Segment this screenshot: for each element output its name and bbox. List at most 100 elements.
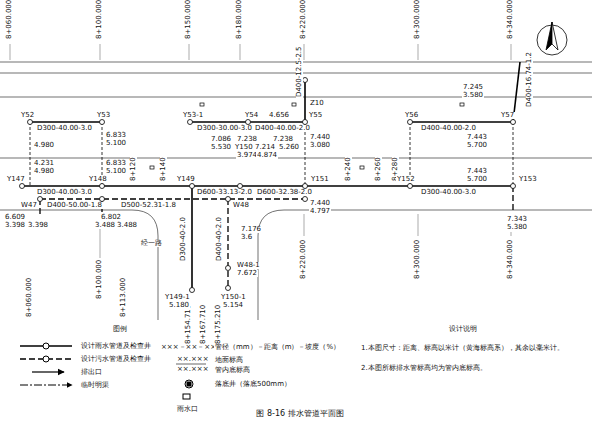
drawing-label: W47	[20, 202, 38, 209]
station-label: 8+175.210	[215, 304, 222, 345]
legend-samples	[20, 343, 193, 399]
station-label: 8+154.710	[185, 304, 192, 345]
legend-text: 落底井（落底500mm）	[214, 381, 292, 388]
drawing-label: Y53	[96, 112, 111, 119]
drawing-label: Y149	[176, 176, 196, 183]
drawing-label: D400-40.00-2.0	[254, 125, 311, 132]
station-tick	[10, 44, 511, 258]
station-tick	[10, 44, 11, 60]
manhole	[226, 197, 231, 202]
drawing-label: 5.700	[466, 142, 488, 149]
rain-pipe	[30, 121, 102, 123]
drawing-label: D500-52.31-1.8	[120, 202, 177, 209]
drawing-label: 3.6	[240, 234, 253, 241]
station-label: 8+167.710	[200, 304, 207, 345]
manhole	[246, 120, 251, 125]
drawing-label: 设计说明	[448, 326, 478, 333]
station-tick	[418, 44, 419, 60]
drawing-label: D600-33.13-2.0	[196, 189, 253, 196]
drawing-label: 7.443	[466, 134, 488, 141]
drawing-label: Y56	[404, 112, 419, 119]
road-edge	[0, 158, 592, 159]
legend-sample	[185, 380, 193, 388]
legend-symbol	[176, 364, 206, 365]
station-tick	[100, 226, 101, 258]
drawing-label: 4.874	[256, 152, 278, 159]
legend-drop-well	[187, 382, 191, 386]
station-label: D300-40-2.0	[180, 216, 187, 262]
drawing-label: Y52	[20, 112, 35, 119]
rain-pipe	[304, 80, 306, 122]
drawing-label: Y149-1	[164, 294, 191, 301]
station-tick	[240, 44, 241, 60]
drawing-label: D300-40.00-3.0	[36, 125, 93, 132]
drawing-label: 7.086	[210, 136, 232, 143]
drawing-label: 经一路	[140, 240, 163, 247]
legend-text: 临时明渠	[80, 382, 110, 389]
drawing-label: Y151	[310, 176, 330, 183]
drawing-label: ××.×××	[176, 356, 210, 363]
legend-sample	[32, 372, 64, 373]
drawing-label: 7.238	[272, 136, 294, 143]
drawing-label: 5.530	[210, 144, 232, 151]
drawing-label: Y55	[308, 112, 323, 119]
drawing-label: ×××－××－××	[160, 344, 217, 351]
drawing-label: 3.080	[309, 142, 331, 149]
station-tick	[304, 214, 305, 236]
rain-inlet	[292, 103, 296, 106]
level-line	[176, 364, 206, 365]
drawing-label: Y147	[6, 176, 26, 183]
rain-inlet	[200, 103, 204, 106]
manhole	[408, 120, 413, 125]
manhole	[511, 184, 516, 189]
station-label: 8+100.000	[96, 259, 103, 300]
drawing-label: 4.980	[33, 142, 55, 149]
station-label: 8+300.000	[414, 239, 421, 280]
drawing-label: 7.214	[254, 144, 276, 151]
station-label: 8+150.000	[185, 0, 192, 40]
drawing-label: 4.656	[268, 112, 290, 119]
road-edge	[0, 210, 158, 320]
station-label: 8+060.000	[26, 277, 33, 318]
sewer-pipe	[40, 186, 513, 288]
connection-pipe	[513, 122, 514, 186]
manhole	[226, 266, 231, 271]
drawing-label: 3.488	[116, 222, 138, 229]
station-tick	[100, 44, 101, 60]
manhole	[303, 120, 308, 125]
drawing-label: Y150	[234, 144, 254, 151]
drawing-label: 5.260	[278, 144, 300, 151]
sewer-pipe	[227, 199, 228, 288]
manhole	[38, 197, 43, 202]
drawing-label: 7.440	[309, 134, 331, 141]
station-label: 8+240	[345, 156, 352, 182]
drawing-label: Y54	[244, 112, 259, 119]
legend-text: 雨水口	[176, 406, 199, 413]
drawing-label: 7.440	[309, 200, 331, 207]
drawing-label: 7.672	[236, 270, 258, 277]
drawing-label: 2.本图所标排水管标高均为管内底标高。	[360, 364, 588, 373]
drawing-label: D600-32.38-2.0	[256, 189, 313, 196]
rain-inlet	[150, 166, 154, 169]
drawing-label: W48	[232, 202, 250, 209]
station-label: 8+100.000	[96, 0, 103, 40]
drawing-label: 4.980	[33, 168, 55, 175]
drawing-label: 管内底标高	[214, 367, 251, 374]
station-label: 8+120	[130, 156, 137, 182]
legend-drop-well	[185, 380, 193, 388]
drawing-label: 3.398	[27, 222, 49, 229]
manhole	[20, 184, 25, 189]
drawing-label: 管径（mm）－距离（m）－坡度（%）	[214, 344, 341, 351]
station-label: 8+220.000	[300, 0, 307, 40]
drawing-label: 5.380	[506, 224, 528, 231]
manhole	[188, 120, 193, 125]
legend-sample	[20, 385, 72, 386]
drawing-label: 7.343	[506, 216, 528, 223]
rain-pipe	[22, 62, 520, 290]
drawing-label: 4.231	[33, 160, 55, 167]
drawing-label: D300-40.00-3.0	[36, 189, 93, 196]
station-label: 8+260	[375, 156, 382, 182]
sewer-pipe	[40, 198, 305, 199]
legend-sample	[183, 394, 190, 399]
drawing-label: 7.176	[240, 226, 262, 233]
